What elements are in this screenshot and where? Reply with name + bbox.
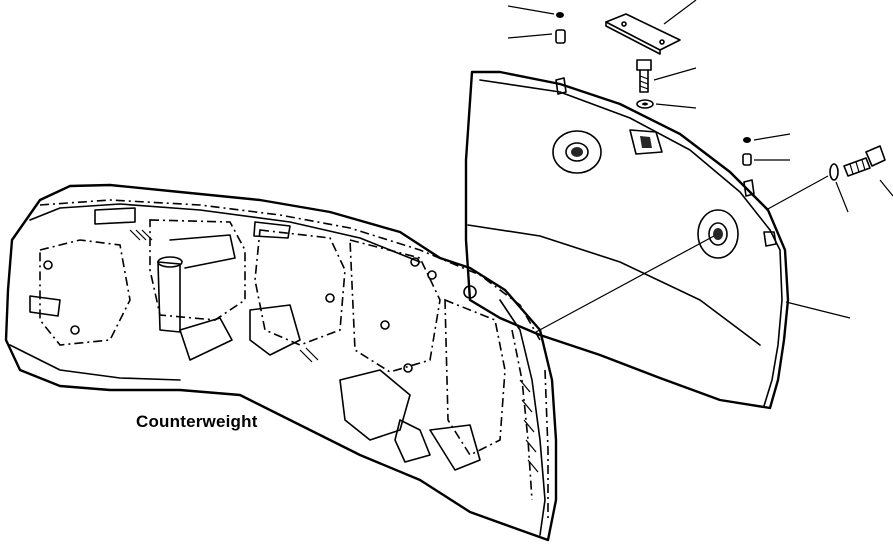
bolt-icon-right	[843, 145, 886, 177]
counterweight-body	[4, 183, 558, 542]
washer-icon-right	[829, 163, 839, 181]
nut-icon-right	[743, 137, 751, 143]
leader-lines	[507, 0, 893, 333]
plate-icon	[605, 13, 681, 55]
cover-panel	[464, 70, 790, 410]
counterweight-label: Counterweight	[136, 412, 258, 431]
nut-icon	[556, 12, 564, 18]
bolt-icon	[636, 59, 652, 93]
washer-icon	[636, 99, 654, 109]
spacer-icon	[555, 29, 566, 44]
spacer-icon-right	[742, 153, 752, 166]
